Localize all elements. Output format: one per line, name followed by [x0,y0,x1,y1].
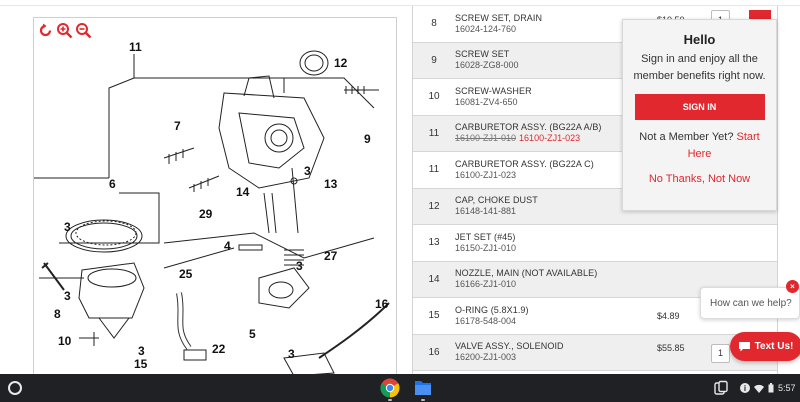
callout-3d: 3 [64,289,71,303]
chrome-running-indicator [388,399,392,401]
table-row: 11 CARBURETOR ASSY. (BG22A C) 16100-ZJ1-… [413,152,777,189]
chat-close-button[interactable]: × [786,280,799,293]
callout-3c: 3 [296,259,303,273]
reset-rotate-icon[interactable] [37,22,54,39]
part-name: CARBURETOR ASSY. (BG22A C) [455,158,594,169]
part-price: $55.85 [657,342,685,353]
ref-number: 11 [428,164,440,176]
callout-13: 13 [324,177,338,191]
part-number: 16148-141-881 [455,206,517,217]
zoom-in-icon[interactable] [56,22,73,39]
part-number: 16178-548-004 [455,315,517,326]
ref-number: 10 [428,91,440,103]
ref-number: 16 [428,346,440,358]
part-name: O-RING (5.8X1.9) [455,304,529,315]
files-running-indicator [421,399,425,401]
callout-10: 10 [58,334,72,348]
files-icon[interactable] [414,379,432,396]
table-row: 15 O-RING (5.8X1.9) 16178-548-004 $4.89 [413,298,777,335]
superseded-part-number: 16100-ZJ1-010 [455,133,517,144]
callout-5: 5 [249,327,256,341]
callout-7: 7 [174,119,181,133]
popup-message: Sign in and enjoy all the member benefit… [633,53,766,82]
callout-25: 25 [179,267,193,281]
table-row: 10 SCREW-WASHER 16081-ZV4-650 [413,79,777,116]
part-number: 16024-124-760 [455,23,517,34]
callout-14: 14 [236,185,250,199]
replacement-part-number[interactable]: 16100-ZJ1-023 [519,133,581,144]
part-name: JET SET (#45) [455,231,516,242]
callout-6: 6 [109,177,116,191]
part-name: VALVE ASSY., SOLENOID [455,341,564,352]
callout-15: 15 [134,357,148,371]
ref-number: 9 [431,54,437,66]
callout-22: 22 [212,342,226,356]
callout-3: 3 [64,220,71,234]
ref-number: 11 [428,127,440,139]
callout-9: 9 [364,132,371,146]
popup-title: Hello [683,32,716,47]
part-number: 16100-ZJ1-023 [455,169,517,180]
sign-in-button[interactable]: SIGN IN [634,94,765,120]
part-number: 16028-ZG8-000 [455,60,519,71]
part-name: SCREW-WASHER [455,85,532,96]
callout-3f: 3 [288,347,295,361]
clock: 5:57 [778,383,796,393]
callout-11: 11 [129,40,142,54]
part-number: 16166-ZJ1-010 [455,279,517,290]
callout-4: 4 [224,239,231,253]
text-us-button[interactable]: Text Us! [730,332,800,361]
os-taskbar: i 5:57 [0,374,800,402]
part-number: 16081-ZV4-650 [455,96,518,107]
parts-diagram-panel[interactable]: 11 12 7 9 6 3 29 14 13 3 4 27 3 3 25 5 1… [33,17,397,377]
callout-12: 12 [334,56,348,70]
part-name: CARBURETOR ASSY. (BG22A A/B) [455,122,602,133]
carburetor-diagram: 11 12 7 9 6 3 29 14 13 3 4 27 3 3 25 5 1… [34,40,390,376]
part-name: CAP, CHOKE DUST [455,195,538,206]
chat-prompt-bubble[interactable]: How can we help? [700,287,800,319]
callout-8: 8 [54,307,61,321]
member-prompt: Not a Member Yet? Start Here [629,129,770,163]
part-name: SCREW SET, DRAIN [455,12,543,23]
ref-number: 13 [428,237,440,249]
info-icon: i [740,383,750,393]
start-here-link[interactable]: Start Here [687,131,760,160]
battery-icon [768,383,774,393]
ref-number: 12 [428,200,440,212]
zoom-out-icon[interactable] [75,22,92,39]
part-number: 16150-ZJ1-010 [455,242,517,253]
part-price: $4.89 [657,311,680,321]
part-name: NOZZLE, MAIN (NOT AVAILABLE) [455,268,598,279]
part-name: SCREW SET [455,49,510,60]
zoom-toolbar [37,22,92,39]
quantity-input[interactable]: 1 [711,343,730,363]
part-number: 16200-ZJ1-003 [455,352,517,363]
no-thanks-link[interactable]: No Thanks, Not Now [648,173,751,185]
callout-29: 29 [199,207,213,221]
parts-table: 8 SCREW SET, DRAIN 16024-124-760 $10.50 … [412,6,778,374]
callout-27: 27 [324,249,338,263]
member-prompt-text: Not a Member Yet? [639,131,734,143]
wifi-icon [754,384,764,393]
ref-number: 8 [431,18,437,30]
callout-16: 16 [375,297,389,311]
chrome-icon[interactable] [380,378,400,398]
text-us-label: Text Us! [754,341,794,352]
top-strip [0,0,800,6]
status-tray[interactable]: i 5:57 [740,378,800,398]
table-row: 13 JET SET (#45) 16150-ZJ1-010 [413,225,777,262]
table-row: 16 VALVE ASSY., SOLENOID 16200-ZJ1-003 $… [413,334,777,371]
ref-number: 15 [428,310,440,322]
sign-in-popup: Hello Sign in and enjoy all the member b… [622,19,777,211]
phone-hub-icon[interactable] [713,380,729,396]
launcher-icon[interactable] [8,381,22,395]
chat-icon [738,341,750,351]
callout-3e: 3 [138,344,145,358]
ref-number: 14 [428,273,440,285]
callout-3b: 3 [304,164,311,178]
